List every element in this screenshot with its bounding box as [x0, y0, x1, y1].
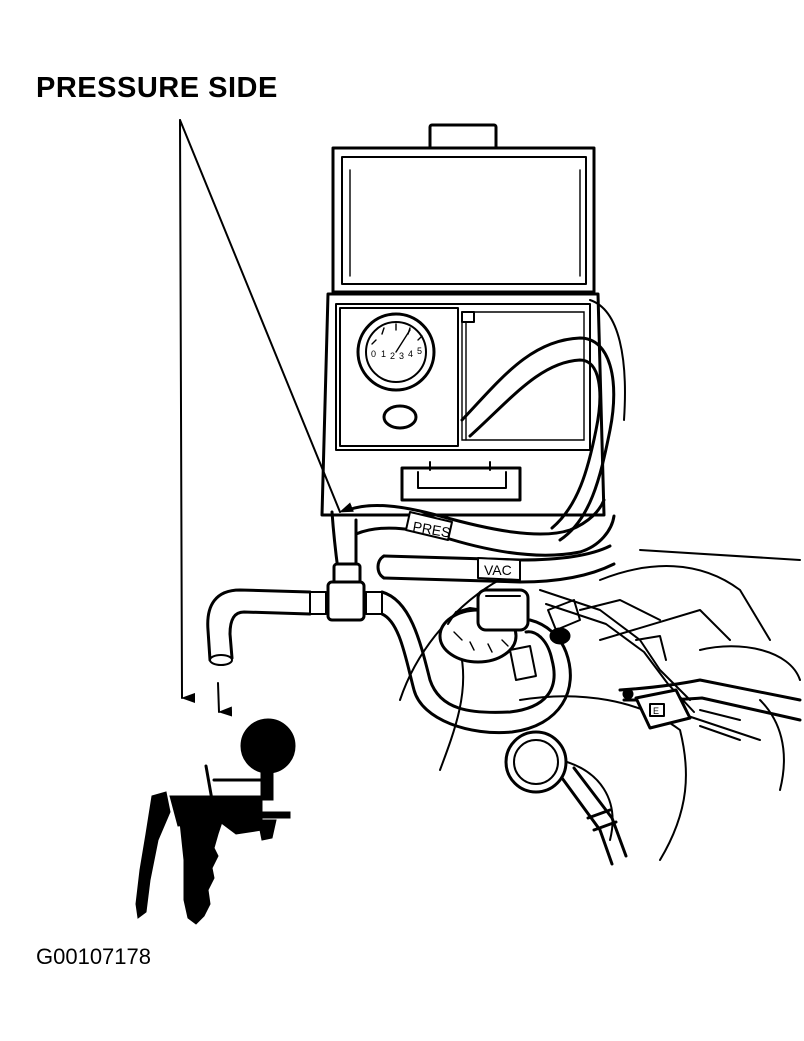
- figure-id-label: G00107178: [36, 944, 151, 969]
- tee-fitting: [326, 580, 366, 622]
- pointer-arrow-to-pump-2: [217, 682, 233, 717]
- electrical-connector: E: [618, 678, 802, 741]
- engine-background: [399, 549, 801, 861]
- connector-tag-label: E: [653, 706, 659, 716]
- carburetor-hose: [380, 590, 572, 735]
- dial-mark-2: 2: [390, 351, 395, 361]
- dial-mark-0: 0: [371, 349, 376, 359]
- pres-hose-label: PRES: [411, 518, 451, 540]
- tester-case: 0 1 2 3 4 5: [320, 123, 606, 517]
- pointer-arrow-to-hose: [179, 119, 354, 513]
- tee-connection: [309, 510, 383, 622]
- panel-knob: [382, 404, 418, 430]
- pres-hose: PRES: [346, 498, 616, 557]
- vac-hose-label: VAC: [484, 562, 512, 578]
- pressure-side-pointers: [179, 119, 354, 717]
- dial-mark-5: 5: [417, 346, 422, 356]
- coiled-hoses: [460, 299, 626, 542]
- case-lid: [331, 146, 596, 294]
- dial-mark-1: 1: [381, 349, 386, 359]
- pointer-arrow-to-pump-1: [179, 119, 196, 703]
- open-hose-end: [206, 588, 312, 666]
- carburetor-assembly: [438, 588, 695, 713]
- inspection-mirror: [504, 730, 628, 866]
- case-latch: [400, 466, 522, 502]
- hand-pressure-pump: [135, 718, 296, 925]
- dial-mark-3: 3: [399, 351, 404, 361]
- vac-hose: VAC: [376, 544, 616, 584]
- pressure-side-label: PRESSURE SIDE: [36, 72, 278, 104]
- dial-mark-4: 4: [408, 349, 413, 359]
- gauge-panel: [339, 307, 459, 447]
- panel-pressure-gauge: 0 1 2 3 4 5: [356, 312, 436, 392]
